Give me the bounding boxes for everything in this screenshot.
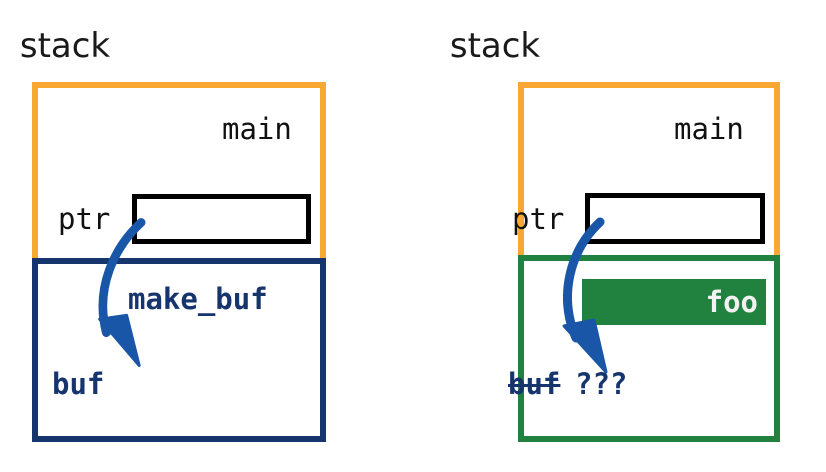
foo-block: foo (582, 279, 766, 325)
buf-label-after: buf (508, 367, 561, 401)
ptr-label-after: ptr (512, 202, 565, 236)
dangling-label-after: ??? (575, 367, 628, 401)
stack-panel-after: stack main ptr foo buf ??? (420, 0, 826, 472)
ptr-label-before: ptr (58, 202, 111, 236)
stack-title-before: stack (19, 26, 111, 66)
stack-title-after: stack (449, 26, 541, 66)
stack-panel-before: stack main ptr make_buf buf (19, 26, 326, 442)
callee-frame-before (32, 258, 326, 442)
callee-frame-after (518, 255, 780, 442)
ptr-slot-before[interactable] (132, 194, 311, 244)
main-frame-after (518, 82, 780, 257)
buf-label-before: buf (52, 367, 105, 401)
ptr-slot-after[interactable] (585, 193, 765, 244)
callee-function-label-before: make_buf (128, 282, 268, 316)
main-frame-label-before: main (222, 112, 292, 146)
foo-block-label: foo (705, 285, 758, 319)
main-frame-before (32, 82, 326, 260)
main-frame-label-after: main (674, 112, 744, 146)
